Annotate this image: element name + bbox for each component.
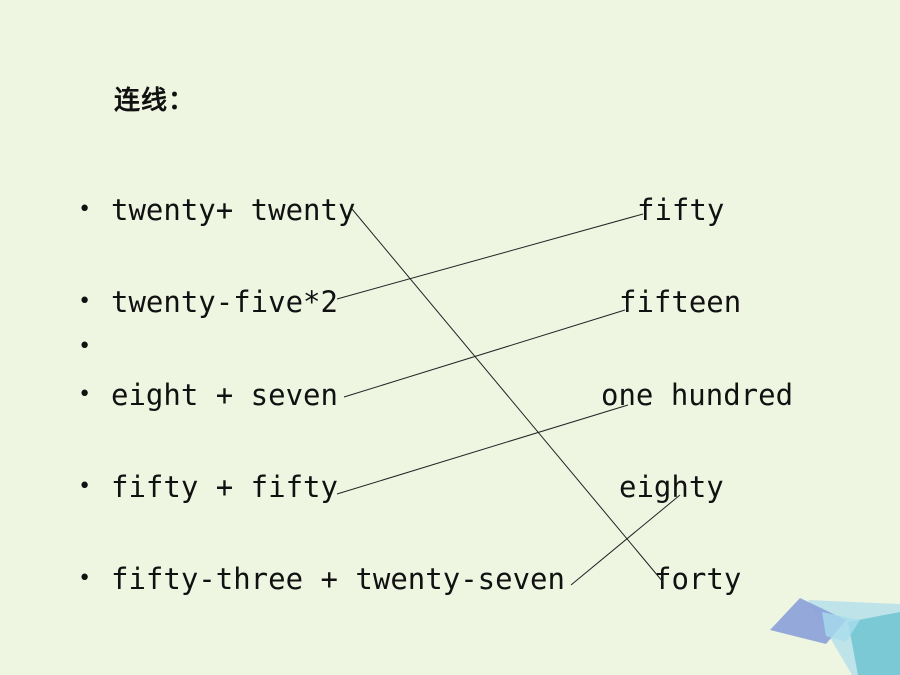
- left-item: eight + seven: [111, 378, 338, 412]
- deco-shape: [848, 612, 900, 675]
- match-line: [343, 309, 626, 398]
- right-item: forty: [654, 562, 742, 596]
- right-item: fifteen: [619, 285, 742, 319]
- bullet: •: [78, 334, 92, 359]
- left-item: twenty+ twenty: [111, 193, 356, 227]
- bullet: •: [78, 474, 92, 499]
- left-item: fifty-three + twenty-seven: [111, 562, 565, 596]
- bullet: •: [78, 289, 92, 314]
- bullet: •: [78, 197, 92, 222]
- right-item: one hundred: [601, 378, 794, 412]
- page-title: 连线：: [114, 86, 196, 116]
- right-item: fifty: [637, 193, 725, 227]
- corner-decoration: [770, 598, 900, 675]
- deco-shape: [822, 612, 860, 642]
- match-line: [336, 213, 644, 300]
- bullet: •: [78, 566, 92, 591]
- right-item: eighty: [619, 470, 724, 504]
- match-line: [336, 404, 629, 495]
- left-item: fifty + fifty: [111, 470, 338, 504]
- bullet: •: [78, 382, 92, 407]
- left-item: twenty-five*2: [111, 285, 338, 319]
